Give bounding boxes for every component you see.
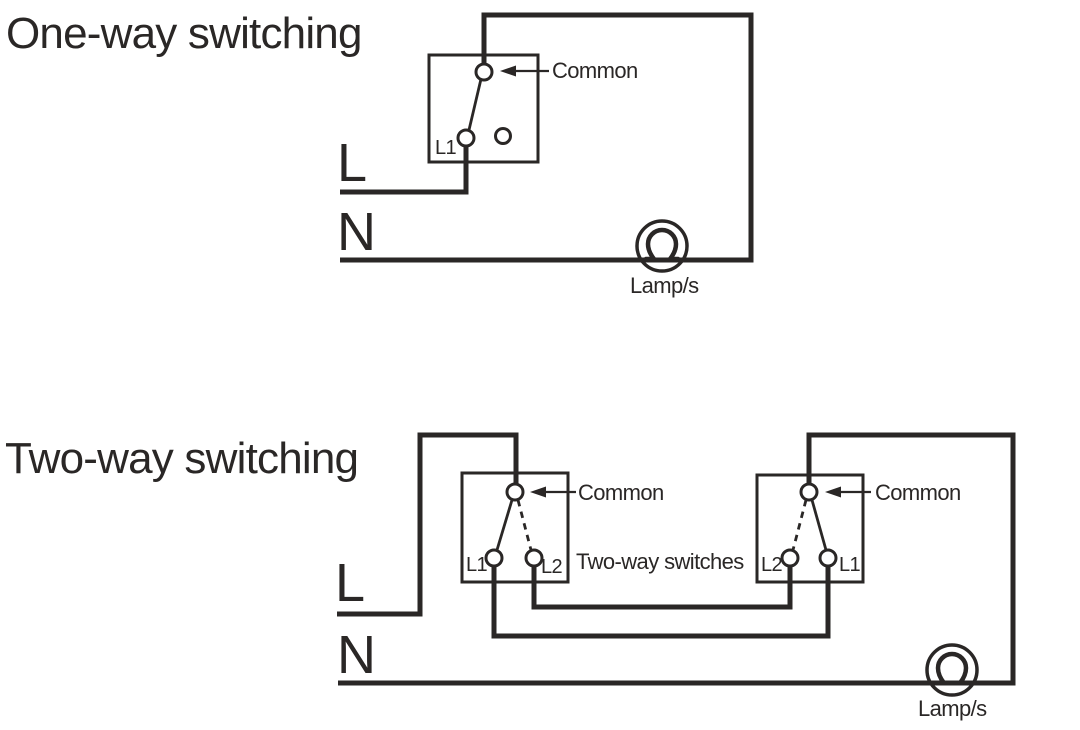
common-arrowhead-icon (500, 65, 516, 77)
switch1-l1-terminal (484, 548, 504, 568)
one-way-circuit (340, 12, 754, 273)
switch2-right-terminal-label: L1 (839, 554, 861, 576)
two-way-switch-box-2 (755, 473, 865, 584)
switch1-common-terminal (505, 482, 525, 502)
switch1-common-label: Common (578, 480, 664, 505)
spare-terminal (494, 127, 512, 145)
switch1-right-terminal-label: L2 (541, 556, 563, 578)
switch2-lever-alternate (791, 499, 808, 551)
strap-wire-lower (491, 558, 831, 639)
switch2-left-terminal-label: L2 (761, 554, 783, 576)
switch1-lever-alternate (516, 499, 533, 551)
two-way-neutral-label: N (337, 625, 376, 685)
switch1-l2-terminal (524, 548, 544, 568)
switch2-common-arrowhead-icon (825, 486, 841, 498)
switch2-l2-terminal (780, 548, 800, 568)
one-way-neutral-label: N (337, 202, 376, 262)
live-feed-wire (340, 12, 754, 263)
switch2-lever (810, 499, 828, 551)
l1-terminal (456, 128, 476, 148)
one-way-live-label: L (337, 133, 367, 193)
one-way-l1-label: L1 (435, 137, 457, 159)
switch1-common-arrowhead-icon (530, 486, 546, 498)
two-way-live-label: L (335, 553, 365, 613)
switch2-common-terminal (799, 482, 819, 502)
two-way-switches-note: Two-way switches (576, 549, 744, 574)
switch1-left-terminal-label: L1 (466, 554, 488, 576)
one-way-lamp-label: Lamp/s (630, 273, 699, 298)
two-way-switch-box-1 (460, 471, 570, 584)
switched-live-wire (340, 138, 469, 195)
switch1-lever (495, 499, 514, 551)
lamp-feed-and-neutral-wire (338, 432, 1016, 686)
lamp-filament-icon (643, 227, 681, 262)
switch2-common-label: Common (875, 480, 961, 505)
switch-lever (467, 78, 483, 131)
two-way-circuit (337, 432, 1016, 697)
live-feed-wire (337, 432, 519, 617)
common-terminal (474, 62, 494, 82)
one-way-common-label: Common (552, 58, 638, 83)
two-way-title: Two-way switching (5, 434, 359, 483)
one-way-title: One-way switching (6, 9, 362, 58)
one-way-switch-box (427, 53, 540, 164)
lamp-filament-icon (933, 651, 971, 686)
two-way-lamp-label: Lamp/s (918, 696, 987, 721)
switch2-l1-terminal (818, 548, 838, 568)
